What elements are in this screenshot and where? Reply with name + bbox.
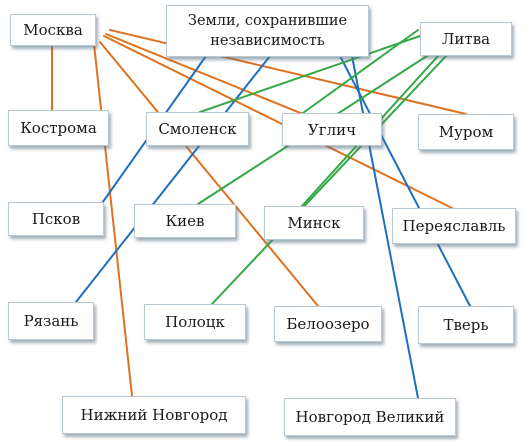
node-label: Углич <box>307 120 357 139</box>
node-label: Кострома <box>20 119 97 137</box>
node-pereyaslavl: Переяславль <box>392 208 516 244</box>
node-label: Псков <box>31 210 81 228</box>
connection-litva-uglich <box>295 29 419 119</box>
node-label: Новгород Великий <box>295 408 445 426</box>
node-litva: Литва <box>420 22 512 56</box>
node-label: Земли, сохранившие независимость <box>187 13 348 49</box>
node-label: Киев <box>165 212 205 230</box>
node-label: Литва <box>441 30 491 48</box>
node-label: Минск <box>287 214 341 232</box>
connection-zemli-ryazan <box>75 55 271 303</box>
node-minsk: Минск <box>264 206 364 240</box>
node-polotsk: Полоцк <box>144 304 246 340</box>
connection-litva-smolensk <box>199 35 421 113</box>
connection-moskva-pereyaslavl <box>103 35 453 209</box>
node-kiev: Киев <box>134 204 236 238</box>
node-label: Смоленск <box>158 120 237 138</box>
node-tver: Тверь <box>418 306 514 344</box>
node-label: Рязань <box>23 312 79 330</box>
node-label: Белоозеро <box>286 315 370 333</box>
node-moskva: Москва <box>10 14 96 46</box>
node-label: Москва <box>23 21 83 39</box>
node-uglich: Углич <box>282 113 382 146</box>
node-novgorod-veliky: Новгород Великий <box>284 398 456 436</box>
node-smolensk: Смоленск <box>146 112 249 146</box>
node-label: Нижний Новгород <box>80 406 228 424</box>
node-ryazan: Рязань <box>8 302 94 340</box>
node-label: Полоцк <box>165 313 225 331</box>
node-kostroma: Кострома <box>8 110 109 146</box>
node-murom: Муром <box>418 114 514 150</box>
node-nizhny-novgorod: Нижний Новгород <box>62 396 246 434</box>
node-pskov: Псков <box>8 202 104 236</box>
node-label: Переяславль <box>402 217 506 235</box>
node-label: Тверь <box>443 316 489 334</box>
connection-moskva-nizhny <box>93 43 133 397</box>
node-label: Муром <box>438 123 494 141</box>
node-independent-lands: Земли, сохранившие независимость <box>166 5 369 57</box>
connection-litva-polotsk <box>211 55 447 305</box>
node-beloozero: Белоозеро <box>274 306 382 342</box>
connection-moskva-beloozero <box>99 41 319 307</box>
